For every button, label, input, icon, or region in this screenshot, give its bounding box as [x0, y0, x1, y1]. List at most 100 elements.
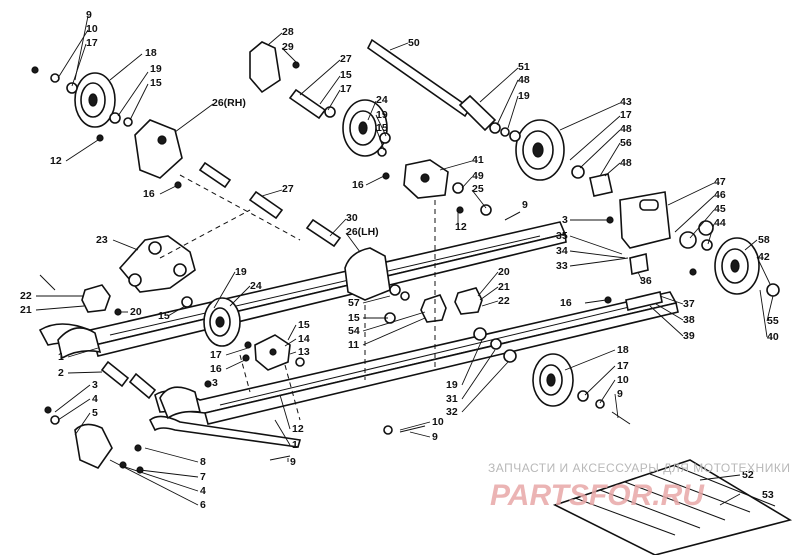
callout-11: 11	[348, 339, 359, 351]
callout-26rh: 26(RH)	[212, 97, 246, 109]
callout-28: 28	[282, 26, 294, 38]
callout-19: 19	[518, 90, 530, 102]
callout-24: 24	[376, 94, 388, 106]
callout-9: 9	[432, 431, 438, 443]
callout-1: 1	[292, 439, 298, 451]
rear-spacer-36	[629, 253, 649, 275]
callout-15: 15	[376, 122, 388, 134]
callout-31: 31	[446, 393, 458, 405]
callout-42: 42	[758, 251, 770, 263]
callout-41: 41	[472, 154, 484, 166]
mid-idler-wheel	[203, 297, 241, 347]
callout-17: 17	[620, 109, 632, 121]
callout-3: 3	[92, 379, 98, 391]
callout-2: 2	[58, 367, 64, 379]
callout-56: 56	[620, 137, 632, 149]
callout-21: 21	[20, 304, 32, 316]
callout-15: 15	[340, 69, 352, 81]
callout-16: 16	[143, 188, 155, 200]
callout-8: 8	[200, 456, 206, 468]
callout-17: 17	[86, 37, 98, 49]
front-bracket-rh	[134, 119, 183, 179]
track-section	[552, 459, 793, 555]
callout-37: 37	[683, 298, 695, 310]
rear-axle-wheel	[515, 119, 565, 181]
callout-9: 9	[617, 388, 623, 400]
callout-35: 35	[556, 230, 568, 242]
callout-58: 58	[758, 234, 770, 246]
slide-clip	[74, 423, 113, 469]
callout-10: 10	[617, 374, 629, 386]
callout-52: 52	[742, 469, 754, 481]
front-idler-wheel	[74, 72, 116, 128]
callout-49: 49	[472, 170, 484, 182]
callout-7: 7	[200, 471, 206, 483]
callout-9: 9	[86, 9, 92, 21]
callout-36: 36	[640, 275, 652, 287]
callout-16: 16	[560, 297, 572, 309]
callout-38: 38	[683, 314, 695, 326]
callout-20: 20	[498, 266, 510, 278]
callout-12: 12	[50, 155, 62, 167]
callout-19: 19	[235, 266, 247, 278]
callout-26lh: 26(LH)	[346, 226, 379, 238]
callout-53: 53	[762, 489, 774, 501]
rear-axle-bracket	[249, 41, 281, 94]
callout-14: 14	[298, 333, 310, 345]
rear-outer-wheel	[714, 237, 760, 295]
callout-10: 10	[432, 416, 444, 428]
callout-6: 6	[200, 499, 206, 511]
callout-21: 21	[498, 281, 510, 293]
callout-24: 24	[250, 280, 262, 292]
callout-17: 17	[617, 360, 629, 372]
watermark-subtitle: ЗАПЧАСТИ И АКСЕССУАРЫ ДЛЯ МОТОТЕХНИКИ	[488, 461, 790, 475]
callout-39: 39	[683, 330, 695, 342]
callout-50: 50	[408, 37, 420, 49]
hardware	[31, 61, 780, 474]
callout-55: 55	[767, 315, 779, 327]
callout-29: 29	[282, 41, 294, 53]
callout-17: 17	[340, 83, 352, 95]
callout-9: 9	[290, 456, 296, 468]
callout-30: 30	[346, 212, 358, 224]
callout-15: 15	[298, 319, 310, 331]
callout-13: 13	[298, 346, 310, 358]
cross-shafts	[100, 88, 497, 400]
callout-44: 44	[714, 217, 726, 229]
callout-22: 22	[20, 290, 32, 302]
callout-22: 22	[498, 295, 510, 307]
callout-54: 54	[348, 325, 360, 337]
callout-57: 57	[348, 297, 360, 309]
callout-5: 5	[92, 407, 98, 419]
center-bracket-41	[403, 159, 449, 199]
callout-16: 16	[352, 179, 364, 191]
callout-15: 15	[348, 312, 360, 324]
rail-blocks	[81, 284, 483, 323]
callout-40: 40	[767, 331, 779, 343]
callout-51: 51	[518, 61, 530, 73]
callout-12: 12	[292, 423, 304, 435]
callout-34: 34	[556, 245, 568, 257]
center-bracket-26lh	[344, 247, 391, 301]
callout-20: 20	[130, 306, 142, 318]
callout-4: 4	[92, 393, 98, 405]
callout-16: 16	[210, 363, 222, 375]
callout-27: 27	[340, 53, 352, 65]
callout-47: 47	[714, 176, 726, 188]
callout-27: 27	[282, 183, 294, 195]
callout-32: 32	[446, 406, 458, 418]
callout-15: 15	[150, 77, 162, 89]
callout-19: 19	[376, 109, 388, 121]
callout-4: 4	[200, 485, 206, 497]
callout-19: 19	[150, 63, 162, 75]
watermark: ЗАПЧАСТИ И АКСЕССУАРЫ ДЛЯ МОТОТЕХНИКИ PA…	[488, 461, 790, 512]
callout-33: 33	[556, 260, 568, 272]
callout-1: 1	[58, 351, 64, 363]
callout-43: 43	[620, 96, 632, 108]
callout-46: 46	[714, 189, 726, 201]
upper-idler-wheel	[342, 99, 388, 157]
shock-mount	[254, 334, 291, 371]
callout-12: 12	[455, 221, 467, 233]
callout-23: 23	[96, 234, 108, 246]
